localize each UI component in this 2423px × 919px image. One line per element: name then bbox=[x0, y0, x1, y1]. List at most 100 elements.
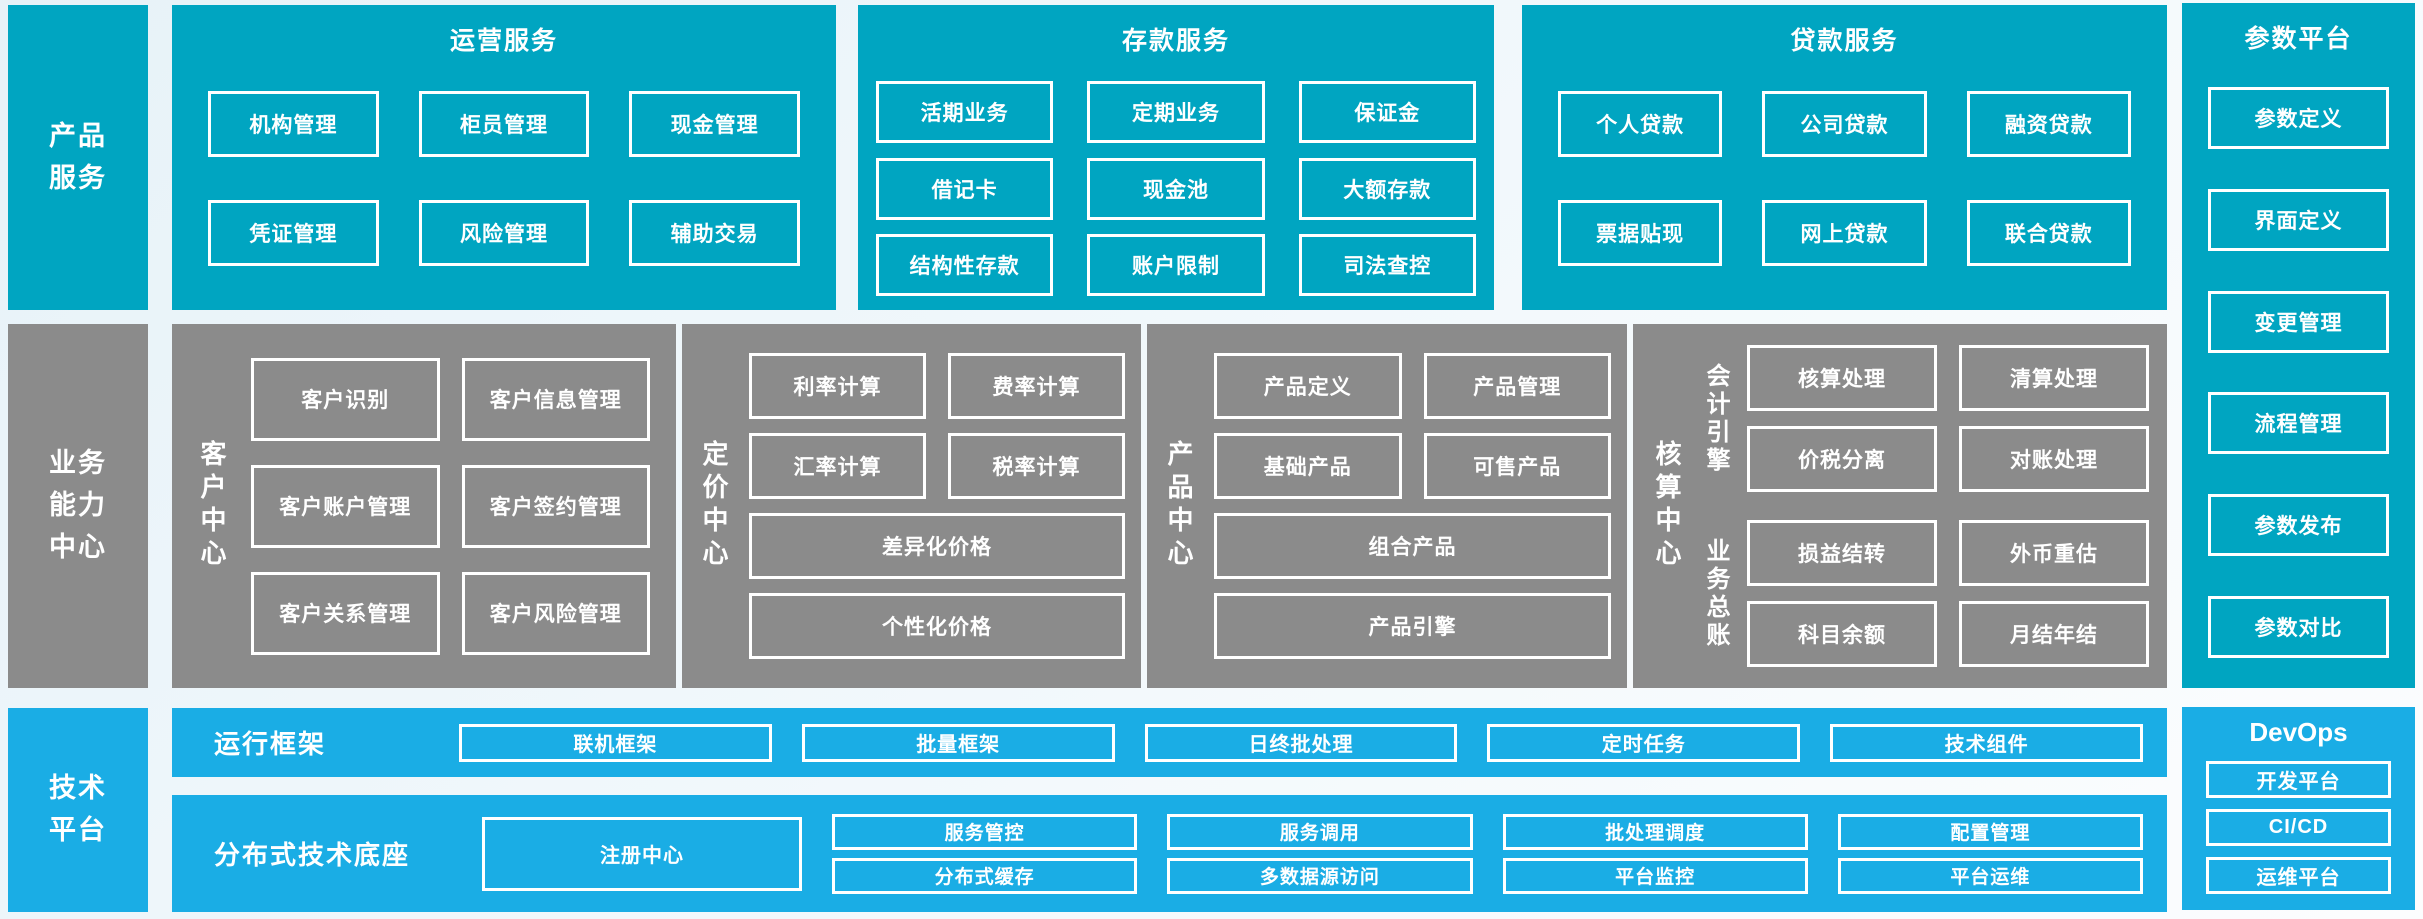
module-box: 客户风险管理 bbox=[461, 571, 650, 655]
module-box: 账户限制 bbox=[1087, 234, 1265, 296]
module-box: 服务调用 bbox=[1167, 813, 1473, 850]
panel-body: 机构管理 柜员管理 现金管理 凭证管理 风险管理 辅助交易 bbox=[172, 61, 836, 310]
module-box: 利率计算 bbox=[749, 353, 926, 419]
box-row: 客户识别 客户信息管理 bbox=[251, 357, 650, 441]
sidebar-label: 技术 平台 bbox=[49, 773, 107, 845]
module-box: 多数据源访问 bbox=[1167, 857, 1473, 894]
module-box: 保证金 bbox=[1298, 81, 1476, 143]
panel-devops: DevOps 开发平台 CI/CD 运维平台 bbox=[2182, 707, 2415, 910]
module-box: 个性化价格 bbox=[749, 593, 1125, 659]
box-row: 凭证管理 风险管理 辅助交易 bbox=[208, 200, 801, 266]
module-box: 网上贷款 bbox=[1762, 200, 1927, 266]
box-row: 活期业务 定期业务 保证金 bbox=[876, 81, 1476, 143]
module-box: 注册中心 bbox=[482, 816, 802, 891]
module-box: 参数对比 bbox=[2208, 595, 2389, 658]
box-row: 核算处理 清算处理 bbox=[1747, 345, 2149, 411]
box-row: 基础产品 可售产品 bbox=[1214, 433, 1611, 499]
module-box: 运维平台 bbox=[2206, 857, 2391, 894]
panel-customer-center: 客户中心 客户识别 客户信息管理 客户账户管理 客户签约管理 客户关系管理 客户… bbox=[172, 324, 676, 688]
module-box: 现金管理 bbox=[629, 91, 801, 157]
box-row: 客户账户管理 客户签约管理 bbox=[251, 464, 650, 548]
module-box: 外币重估 bbox=[1959, 520, 2149, 586]
sidebar-label: 产品 服务 bbox=[49, 120, 107, 193]
module-box: 联合贷款 bbox=[1966, 200, 2131, 266]
module-box: 融资贷款 bbox=[1966, 91, 2131, 157]
box-column: 批处理调度 平台监控 bbox=[1502, 813, 1808, 894]
box-row: 机构管理 柜员管理 现金管理 bbox=[208, 91, 801, 157]
panel-vertical-label: 定价中心 bbox=[699, 440, 729, 572]
module-box: 变更管理 bbox=[2208, 290, 2389, 353]
panel-body: 客户识别 客户信息管理 客户账户管理 客户签约管理 客户关系管理 客户风险管理 bbox=[251, 357, 650, 655]
panel-title: DevOps bbox=[2249, 717, 2348, 747]
module-box: 平台运维 bbox=[1837, 857, 2143, 894]
sidebar-product-services: 产品 服务 bbox=[8, 5, 148, 310]
module-box: 定期业务 bbox=[1087, 81, 1265, 143]
module-box: 参数发布 bbox=[2208, 494, 2389, 557]
module-box: 活期业务 bbox=[876, 81, 1054, 143]
module-box: 月结年结 bbox=[1959, 601, 2149, 667]
panel-pricing-center: 定价中心 利率计算 费率计算 汇率计算 税率计算 差异化价格 个性化价格 bbox=[682, 324, 1141, 688]
group-business-ledger: 业务总账 损益结转 外币重估 科目余额 月结年结 bbox=[1698, 520, 2149, 667]
module-box: 借记卡 bbox=[876, 157, 1054, 220]
module-box: 客户账户管理 bbox=[251, 464, 440, 548]
group-grid: 损益结转 外币重估 科目余额 月结年结 bbox=[1747, 520, 2149, 667]
module-box: 核算处理 bbox=[1747, 345, 1937, 411]
module-box: 批量框架 bbox=[801, 723, 1115, 762]
panel-vertical-label: 产品中心 bbox=[1164, 440, 1194, 572]
panel-loan-services: 贷款服务 个人贷款 公司贷款 融资贷款 票据贴现 网上贷款 联合贷款 bbox=[1522, 5, 2167, 310]
module-box: 结构性存款 bbox=[876, 234, 1054, 296]
box-row: 票据贴现 网上贷款 联合贷款 bbox=[1558, 200, 2131, 266]
panel-title: 贷款服务 bbox=[1790, 27, 1899, 55]
module-box: 参数定义 bbox=[2208, 87, 2389, 149]
module-box: 流程管理 bbox=[2208, 392, 2389, 455]
panel-body: 开发平台 CI/CD 运维平台 bbox=[2182, 755, 2415, 910]
module-box: 费率计算 bbox=[948, 353, 1125, 419]
panel-body: 参数定义 界面定义 变更管理 流程管理 参数发布 参数对比 bbox=[2182, 65, 2415, 688]
module-box: 服务管控 bbox=[832, 813, 1138, 850]
box-row: 价税分离 对账处理 bbox=[1747, 426, 2149, 492]
sidebar-technology-platform: 技术 平台 bbox=[8, 708, 148, 912]
module-box: 配置管理 bbox=[1837, 813, 2143, 850]
module-box: 联机框架 bbox=[459, 723, 772, 762]
module-box: 客户关系管理 bbox=[251, 571, 440, 655]
box-row: 个人贷款 公司贷款 融资贷款 bbox=[1558, 91, 2131, 157]
module-box: 柜员管理 bbox=[418, 91, 590, 157]
module-box: 客户识别 bbox=[251, 357, 440, 441]
module-box: 清算处理 bbox=[1959, 345, 2149, 411]
module-box: 汇率计算 bbox=[749, 433, 926, 499]
panel-parameter-platform: 参数平台 参数定义 界面定义 变更管理 流程管理 参数发布 参数对比 bbox=[2182, 3, 2415, 688]
box-row: 客户关系管理 客户风险管理 bbox=[251, 571, 650, 655]
panel-title: 运营服务 bbox=[449, 27, 558, 55]
box-row: 借记卡 现金池 大额存款 bbox=[876, 157, 1476, 220]
group-vertical-label: 业务总账 bbox=[1702, 537, 1729, 650]
module-box: 技术组件 bbox=[1830, 723, 2143, 762]
module-box: 日终批处理 bbox=[1144, 723, 1458, 762]
module-box: 票据贴现 bbox=[1558, 200, 1723, 266]
box-row: 结构性存款 账户限制 司法查控 bbox=[876, 234, 1476, 296]
panel-product-center: 产品中心 产品定义 产品管理 基础产品 可售产品 组合产品 产品引擎 bbox=[1147, 324, 1627, 688]
module-box: 组合产品 bbox=[1214, 513, 1611, 579]
strip-label: 运行框架 bbox=[214, 729, 327, 759]
module-box: 税率计算 bbox=[948, 433, 1125, 499]
panel-runtime-framework: 运行框架 联机框架 批量框架 日终批处理 定时任务 技术组件 bbox=[172, 708, 2167, 777]
module-box: 损益结转 bbox=[1747, 520, 1937, 586]
module-box: 风险管理 bbox=[418, 200, 590, 266]
panel-accounting-center: 核算中心 会计引擎 核算处理 清算处理 价税分离 对账处理 业务总账 bbox=[1633, 324, 2167, 688]
module-box: 界面定义 bbox=[2208, 188, 2389, 251]
module-box: 现金池 bbox=[1087, 157, 1265, 220]
module-box: 司法查控 bbox=[1298, 234, 1476, 296]
panel-body: 个人贷款 公司贷款 融资贷款 票据贴现 网上贷款 联合贷款 bbox=[1522, 61, 2167, 310]
panel-vertical-label: 核算中心 bbox=[1652, 440, 1682, 572]
module-box: 辅助交易 bbox=[629, 200, 801, 266]
module-box: 公司贷款 bbox=[1762, 91, 1927, 157]
group-grid: 核算处理 清算处理 价税分离 对账处理 bbox=[1747, 345, 2149, 492]
box-row: 汇率计算 税率计算 bbox=[749, 433, 1125, 499]
module-box: 差异化价格 bbox=[749, 513, 1125, 579]
module-box: 批处理调度 bbox=[1502, 813, 1808, 850]
box-column: 配置管理 平台运维 bbox=[1837, 813, 2143, 894]
sidebar-business-capability-center: 业务 能力 中心 bbox=[8, 324, 148, 688]
module-box: CI/CD bbox=[2206, 809, 2391, 846]
strip-label: 分布式技术底座 bbox=[214, 840, 411, 870]
module-box: 基础产品 bbox=[1214, 433, 1402, 499]
module-box: 产品管理 bbox=[1423, 353, 1611, 419]
